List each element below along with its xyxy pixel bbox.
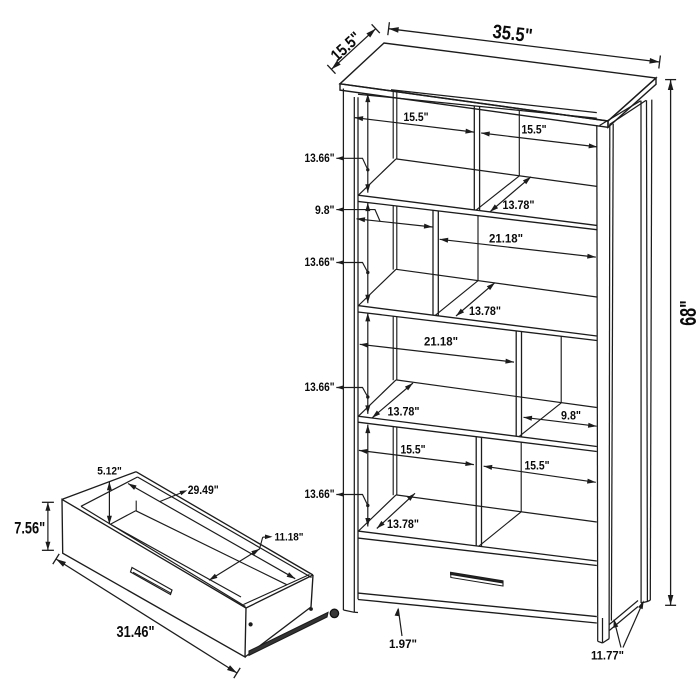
svg-text:13.78": 13.78" xyxy=(503,198,535,212)
svg-text:13.66": 13.66" xyxy=(305,151,335,165)
svg-text:29.49": 29.49" xyxy=(188,483,219,497)
svg-text:11.18": 11.18" xyxy=(275,531,304,543)
svg-text:11.77": 11.77" xyxy=(591,648,624,662)
svg-text:13.66": 13.66" xyxy=(305,380,335,394)
svg-text:13.78": 13.78" xyxy=(387,517,419,531)
svg-text:15.5": 15.5" xyxy=(525,458,550,472)
svg-text:13.66": 13.66" xyxy=(305,255,335,269)
svg-text:13.78": 13.78" xyxy=(469,304,501,318)
svg-text:68": 68" xyxy=(675,300,700,326)
svg-text:13.66": 13.66" xyxy=(305,487,335,501)
svg-text:9.8": 9.8" xyxy=(315,203,335,217)
svg-text:5.12": 5.12" xyxy=(97,466,122,478)
svg-text:21.18": 21.18" xyxy=(489,231,523,245)
svg-text:7.56": 7.56" xyxy=(14,520,45,538)
svg-text:15.5": 15.5" xyxy=(401,442,426,456)
svg-text:15.5": 15.5" xyxy=(522,122,547,136)
svg-text:31.46": 31.46" xyxy=(117,624,155,641)
svg-text:13.78": 13.78" xyxy=(388,405,420,419)
svg-text:21.18": 21.18" xyxy=(424,334,458,348)
svg-text:9.8": 9.8" xyxy=(561,408,581,422)
svg-text:15.5": 15.5" xyxy=(404,110,429,124)
svg-text:35.5": 35.5" xyxy=(491,21,533,48)
svg-text:1.97": 1.97" xyxy=(389,637,417,651)
